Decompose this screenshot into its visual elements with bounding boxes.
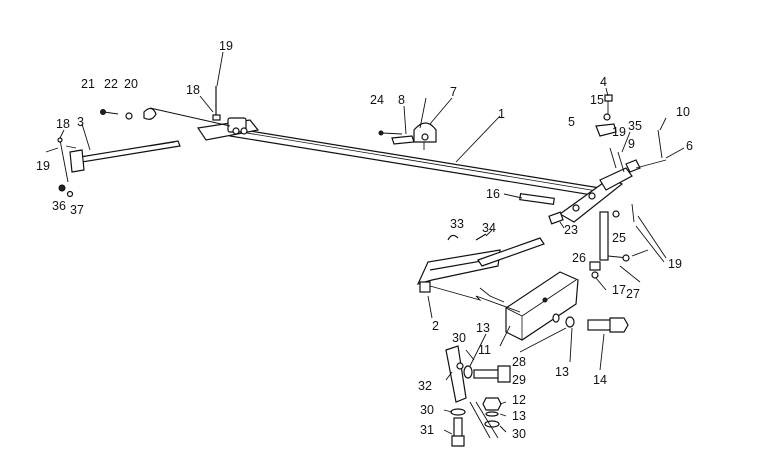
label-11: 11 <box>478 343 491 357</box>
label-31: 31 <box>420 423 434 437</box>
label-6: 6 <box>686 139 693 153</box>
label-7: 7 <box>450 85 457 99</box>
center-clip <box>378 122 437 145</box>
lower-leg-and-bolts <box>445 345 511 447</box>
label-19-c: 19 <box>612 125 626 139</box>
label-30-b: 30 <box>420 403 434 417</box>
left-hardware <box>45 107 157 198</box>
label-18-a: 18 <box>186 83 200 97</box>
label-35: 35 <box>628 119 642 133</box>
label-37: 37 <box>70 203 84 217</box>
label-30-c: 30 <box>512 427 526 441</box>
label-9: 9 <box>628 137 635 151</box>
left-clevis-bracket <box>196 86 260 141</box>
label-14: 14 <box>593 373 607 387</box>
right-bracket-assembly <box>519 94 667 225</box>
label-34: 34 <box>482 221 496 235</box>
label-23: 23 <box>564 223 578 237</box>
label-2: 2 <box>432 319 439 333</box>
label-24: 24 <box>370 93 384 107</box>
label-19-a: 19 <box>219 39 233 53</box>
leader-lines <box>59 51 685 439</box>
label-33: 33 <box>450 217 464 231</box>
label-26: 26 <box>572 251 586 265</box>
label-8: 8 <box>398 93 405 107</box>
label-3: 3 <box>77 115 84 129</box>
label-13-c: 13 <box>512 409 526 423</box>
label-22: 22 <box>104 77 118 91</box>
label-1: 1 <box>498 107 505 121</box>
wedge-block <box>505 271 579 341</box>
part-labels: 1 2 3 4 5 6 7 8 9 10 11 12 13 13 13 14 1… <box>36 39 693 441</box>
label-19-b: 19 <box>36 159 50 173</box>
lower-linkage <box>416 229 545 293</box>
label-10: 10 <box>676 105 690 119</box>
label-28: 28 <box>512 355 526 369</box>
label-19-d: 19 <box>668 257 682 271</box>
right-bolt <box>552 313 629 333</box>
label-5: 5 <box>568 115 575 129</box>
label-17: 17 <box>612 283 626 297</box>
label-32: 32 <box>418 379 432 393</box>
label-20: 20 <box>124 77 138 91</box>
label-27: 27 <box>626 287 640 301</box>
label-13-a: 13 <box>476 321 490 335</box>
label-12: 12 <box>512 393 526 407</box>
label-15: 15 <box>590 93 604 107</box>
label-25: 25 <box>612 231 626 245</box>
label-29: 29 <box>512 373 526 387</box>
label-13-b: 13 <box>555 365 569 379</box>
label-21: 21 <box>81 77 95 91</box>
label-4: 4 <box>600 75 607 89</box>
right-vertical-rod <box>589 203 649 279</box>
label-30-a: 30 <box>452 331 466 345</box>
label-16: 16 <box>486 187 500 201</box>
left-arm <box>65 140 181 173</box>
label-18-b: 18 <box>56 117 70 131</box>
label-36: 36 <box>52 199 66 213</box>
